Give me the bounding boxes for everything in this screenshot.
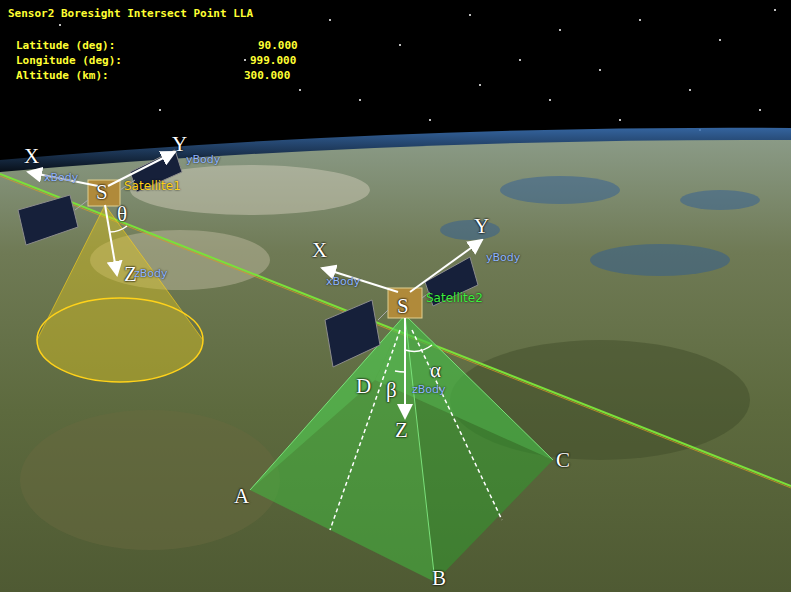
stars: [59, 9, 776, 131]
hud-value: 999.000: [250, 55, 296, 66]
hud-value: 300.000: [244, 70, 290, 81]
axis-name: yBody: [186, 154, 220, 165]
axis-label: S: [96, 182, 108, 203]
axis-name: zBody: [134, 268, 168, 279]
axis-label: B: [432, 568, 446, 589]
axis-label: X: [312, 240, 327, 261]
axis-label: α: [430, 360, 441, 381]
axis-name: xBody: [326, 276, 360, 287]
axis-label: A: [234, 486, 249, 507]
axis-label: Y: [474, 216, 489, 237]
satellite-name: Satellite2: [426, 292, 483, 304]
axis-label: X: [24, 146, 39, 167]
axis-label: C: [556, 450, 570, 471]
sensor-pyramid: [250, 315, 553, 582]
satellite-name: Satellite1: [124, 180, 181, 192]
axis-label: Z: [395, 420, 408, 441]
axis-label: β: [386, 380, 397, 401]
hud-field: Latitude (deg):: [16, 40, 115, 51]
hud-title: Sensor2 Boresight Intersect Point LLA: [8, 8, 253, 19]
hud-value: 90.000: [258, 40, 298, 51]
earth: [0, 140, 791, 592]
axis-label: Y: [172, 134, 187, 155]
axis-name: yBody: [486, 252, 520, 263]
axis-name: xBody: [44, 172, 78, 183]
axis-label: θ: [117, 204, 127, 225]
axis-label: D: [356, 376, 371, 397]
hud-field: Longitude (deg):: [16, 55, 122, 66]
axis-label: S: [397, 296, 409, 317]
satellite-2: [322, 240, 482, 418]
satellite-1: [18, 150, 182, 275]
hud-field: Altitude (km):: [16, 70, 109, 81]
axis-name: zBody: [412, 384, 446, 395]
